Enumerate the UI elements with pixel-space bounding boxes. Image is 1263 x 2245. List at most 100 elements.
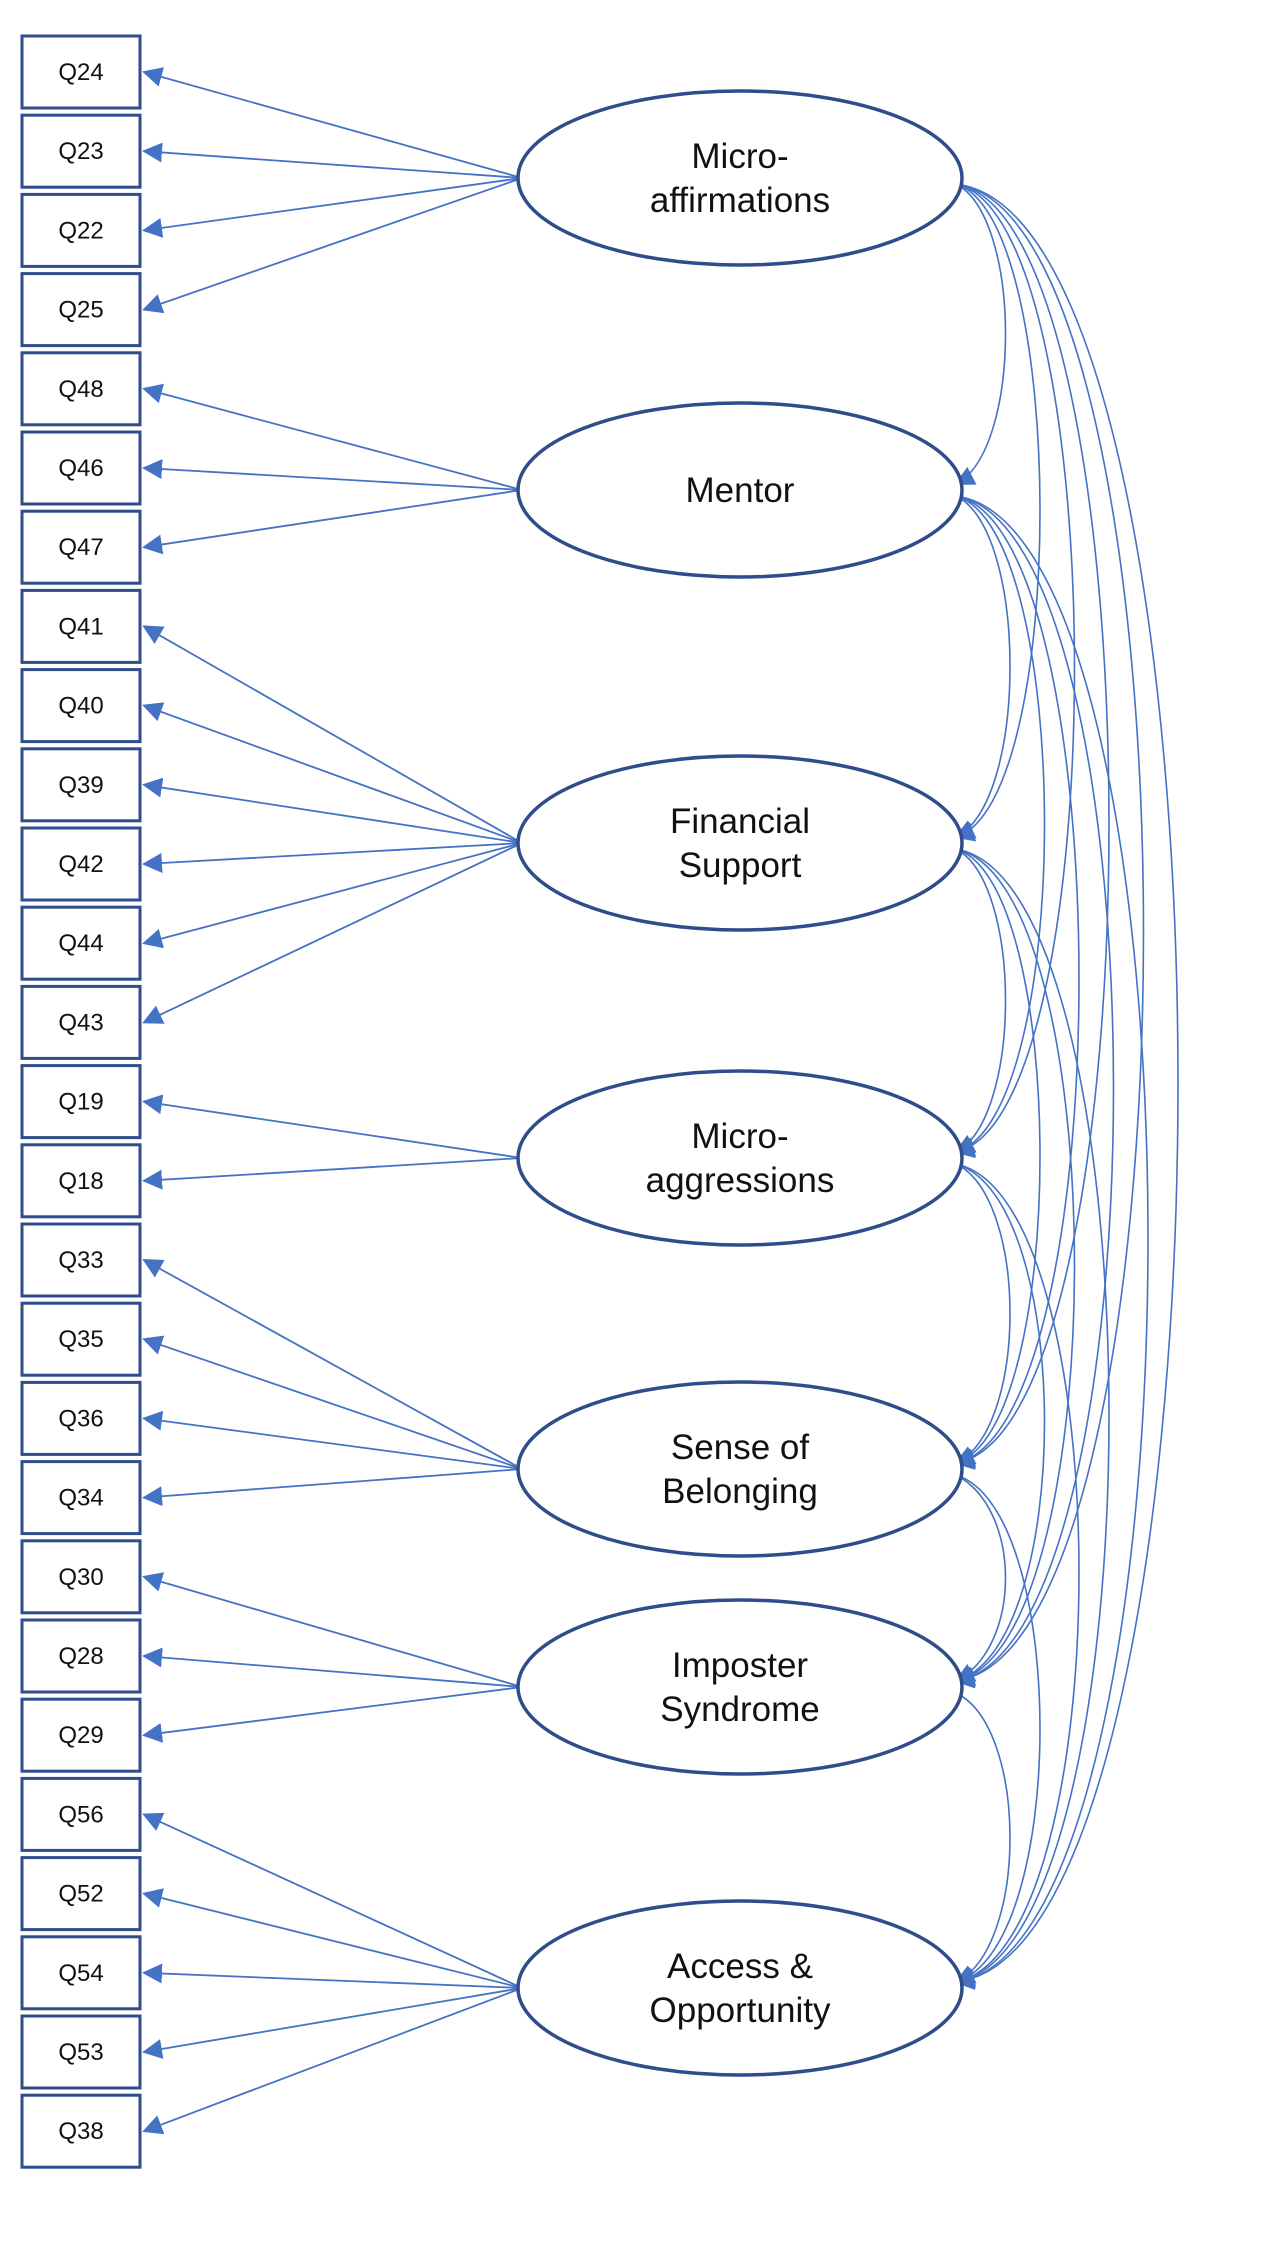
covariance-arrow	[935, 481, 1046, 1157]
covariance-arrow	[935, 169, 1041, 842]
factor-label: Imposter	[672, 1646, 808, 1685]
item-box-frame	[20, 34, 142, 110]
covariance-arrows	[935, 166, 1179, 1990]
item-label: Q39	[58, 772, 103, 799]
loading-arrow	[142, 383, 523, 491]
item-box-frame	[20, 2014, 142, 2090]
covariance-arrow	[935, 834, 1041, 1468]
item-box: Q22	[20, 192, 142, 268]
item-box-frame	[20, 668, 142, 744]
factor-mentor: Mentor	[516, 401, 964, 579]
item-box-frame	[20, 1856, 142, 1932]
item-label: Q23	[58, 138, 103, 165]
item-box: Q35	[20, 1301, 142, 1377]
covariance-arrow	[935, 479, 1011, 839]
factor-label: Access &	[667, 1947, 813, 1986]
loading-arrow	[142, 1094, 523, 1159]
item-box: Q25	[20, 272, 142, 348]
loading-arrow	[142, 1157, 523, 1190]
covariance-arrow	[936, 171, 1110, 1470]
factor-ellipse	[516, 89, 964, 267]
item-label: Q46	[58, 455, 103, 482]
item-label: Q38	[58, 2118, 103, 2145]
factor-label: Belonging	[662, 1472, 818, 1511]
factor-label: Mentor	[686, 471, 795, 510]
loading-arrow	[142, 1963, 523, 1989]
item-box: Q52	[20, 1856, 142, 1932]
factor-label: Micro-	[691, 1117, 788, 1156]
loading-arrow	[142, 177, 523, 238]
item-box-frame	[20, 2093, 142, 2169]
loading-arrow	[142, 1410, 523, 1470]
factor-access-opportunity: Access & Opportunity	[516, 1899, 964, 2077]
item-label: Q56	[58, 1801, 103, 1828]
item-label: Q22	[58, 217, 103, 244]
loading-arrow	[142, 842, 523, 949]
item-box: Q28	[20, 1618, 142, 1694]
item-box: Q43	[20, 984, 142, 1060]
item-label: Q35	[58, 1326, 103, 1353]
covariance-arrow	[936, 483, 1149, 1990]
item-box: Q44	[20, 905, 142, 981]
loading-arrow	[142, 842, 523, 873]
item-box: Q24	[20, 34, 142, 110]
item-label: Q30	[58, 1564, 103, 1591]
loading-arrow	[142, 1647, 523, 1688]
covariance-arrow	[935, 166, 1007, 485]
factor-micro-aggressions: Micro-aggressions	[516, 1069, 964, 1247]
loading-arrow	[142, 489, 523, 555]
factor-micro-affirmations: Micro-affirmations	[516, 89, 964, 267]
factor-ellipse	[516, 1069, 964, 1247]
item-box: Q39	[20, 747, 142, 823]
covariance-arrow	[936, 483, 1115, 1688]
item-label: Q34	[58, 1485, 103, 1512]
item-box: Q48	[20, 351, 142, 427]
covariance-arrow	[936, 171, 1145, 1689]
item-box-frame	[20, 1935, 142, 2011]
item-label: Q41	[58, 613, 103, 640]
item-box-frame	[20, 826, 142, 902]
item-box-frame	[20, 1776, 142, 1852]
loading-arrow	[142, 1987, 523, 2059]
loading-arrow	[142, 67, 523, 179]
loading-arrow	[142, 459, 523, 491]
item-label: Q25	[58, 297, 103, 324]
item-label: Q24	[58, 59, 103, 86]
item-box-frame	[20, 984, 142, 1060]
item-label: Q44	[58, 930, 103, 957]
loading-arrow	[142, 177, 523, 314]
item-label: Q33	[58, 1247, 103, 1274]
item-label: Q18	[58, 1168, 103, 1195]
covariance-arrow	[935, 1147, 1011, 1465]
factor-label: Opportunity	[650, 1991, 831, 2030]
loading-arrow	[142, 1888, 523, 1989]
item-box-frame	[20, 430, 142, 506]
item-box: Q34	[20, 1460, 142, 1536]
factor-ellipse	[516, 1598, 964, 1776]
item-label: Q53	[58, 2039, 103, 2066]
loading-arrow	[142, 1468, 523, 1507]
item-box: Q56	[20, 1776, 142, 1852]
item-box-frame	[20, 1064, 142, 1140]
latent-factors: Micro-affirmationsMentorFinancialSupport…	[516, 89, 964, 2077]
factor-label: Support	[679, 846, 802, 885]
item-box: Q36	[20, 1380, 142, 1456]
loading-arrow	[142, 702, 523, 844]
loading-arrow	[142, 1812, 523, 1989]
loading-arrow	[142, 625, 523, 844]
loading-arrow	[142, 142, 523, 179]
covariance-arrow	[935, 1457, 1007, 1682]
covariance-arrow	[936, 171, 1179, 1990]
item-box-frame	[20, 1143, 142, 1219]
covariance-arrow	[936, 482, 1080, 1470]
covariance-arrow	[936, 170, 1076, 1158]
covariance-arrow	[936, 1150, 1080, 1989]
factor-ellipse	[516, 754, 964, 932]
item-box-frame	[20, 1460, 142, 1536]
loading-arrow	[142, 1686, 523, 1743]
item-box-frame	[20, 1380, 142, 1456]
item-label: Q54	[58, 1960, 103, 1987]
